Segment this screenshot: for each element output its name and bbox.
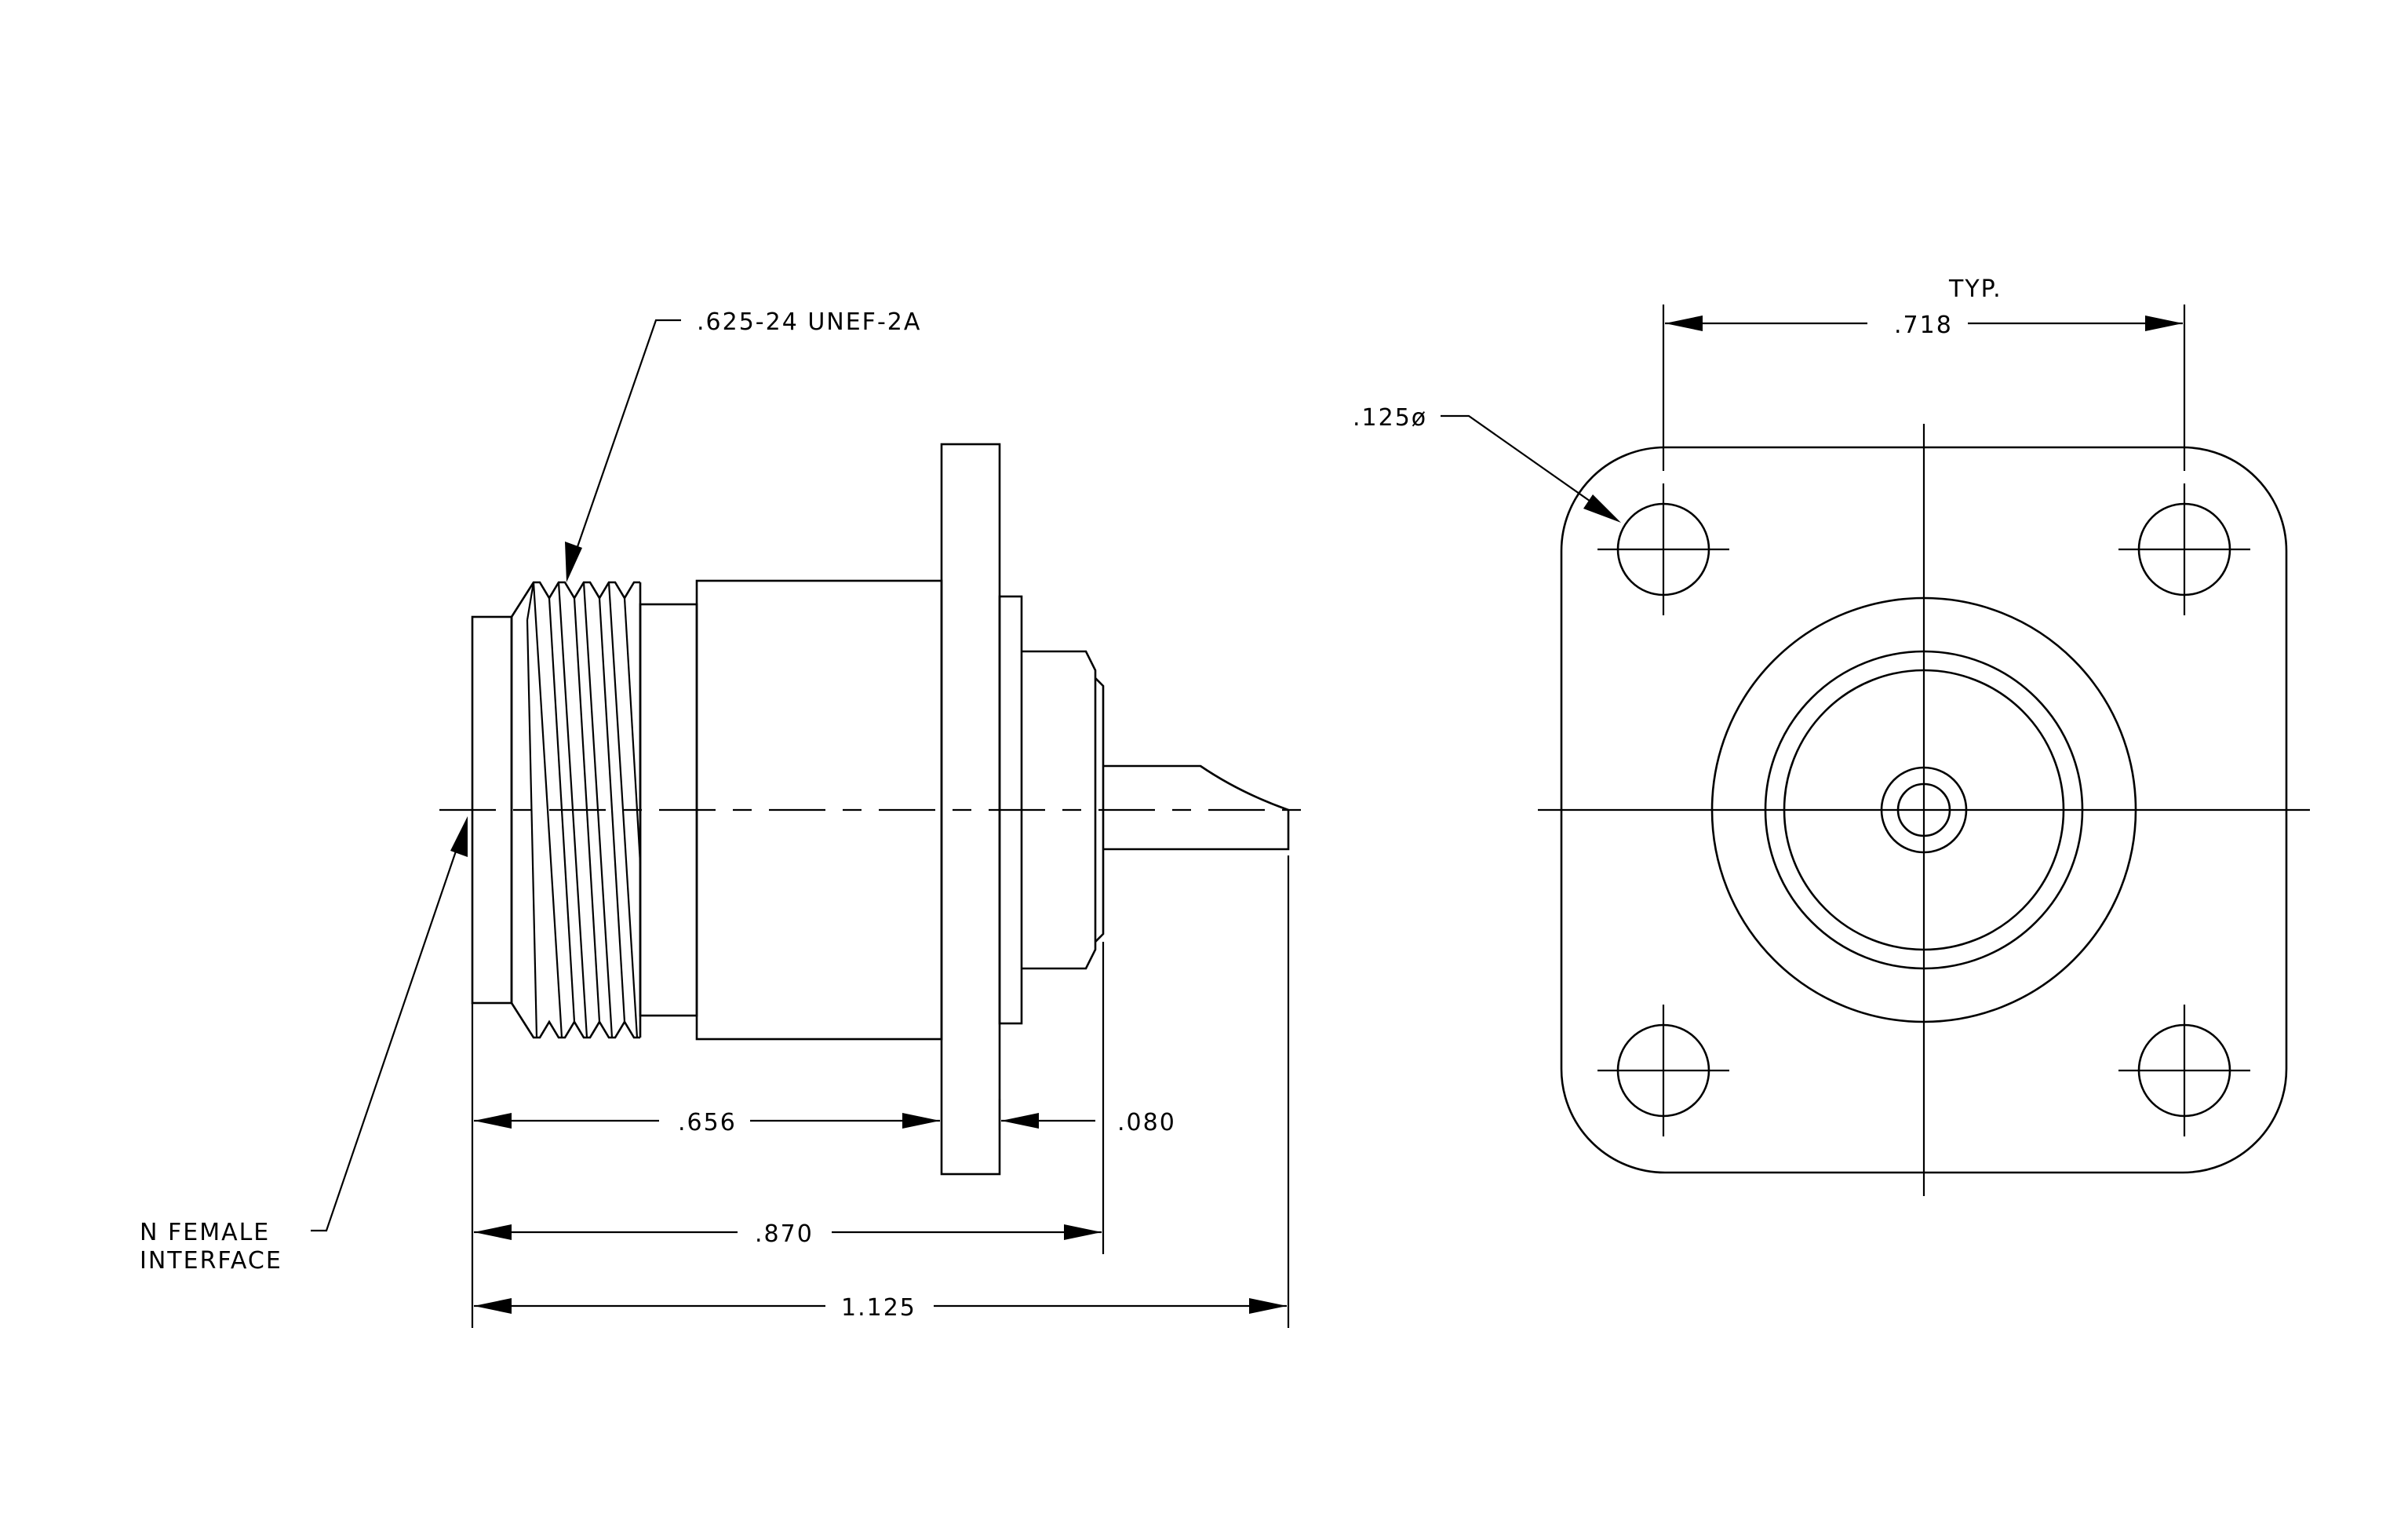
dim-656-label: .656 [678, 1109, 737, 1136]
thread-outline-bottom [510, 1002, 640, 1039]
contact-circle-outer [1880, 766, 1968, 854]
side-view: .656 .080 .870 1.125 .625-24 UNEF-2A N F… [140, 308, 1318, 1328]
dim-1125-label: 1.125 [841, 1294, 916, 1322]
hole-dia-label: .125ø [1353, 404, 1427, 432]
contact-circle-inner [1896, 782, 1951, 837]
dim-870-arrow-left [474, 1224, 512, 1240]
body-circle-outer [1710, 596, 2137, 1023]
thread-helix-9 [526, 582, 535, 621]
thread-helix-1 [532, 582, 563, 1038]
thread-helix-2 [548, 597, 576, 1023]
contact-pin [1103, 764, 1290, 851]
thread-spec-label: .625-24 UNEF-2A [697, 308, 921, 336]
dim-870-arrow-right [1064, 1224, 1102, 1240]
spacing-arrow-left [1665, 316, 1703, 331]
rear-step [1095, 677, 1105, 943]
thread-leader-arrow [565, 542, 582, 582]
thread-helix-7 [607, 582, 639, 1038]
front-view: .718 TYP. .125ø [1353, 275, 2310, 1196]
spacing-label: .718 [1894, 312, 1953, 339]
dim-656-arrow-right [902, 1113, 940, 1129]
hole-dia-leader-arrow [1583, 494, 1621, 523]
thread-helix-3 [557, 582, 588, 1038]
thread-helix-8 [623, 597, 642, 864]
body-circle-mid [1764, 650, 2084, 970]
rear-insulator [1022, 650, 1097, 970]
interface-leader-arrow [450, 816, 468, 857]
thread-helix-10 [526, 619, 538, 1038]
spacing-arrow-right [2145, 316, 2183, 331]
thread-helix-6 [598, 597, 626, 1023]
rear-shoulder [998, 595, 1023, 1025]
thread-helix-5 [582, 582, 614, 1038]
typ-label: TYP. [1948, 275, 2002, 303]
dim-1125-arrow-right [1249, 1298, 1287, 1314]
mounting-hole-bl [1597, 1005, 1729, 1136]
mounting-hole-br [2118, 1005, 2250, 1136]
dim-080-arrow [1001, 1113, 1039, 1129]
hole-dia-leader [1441, 414, 1601, 509]
body-circle-inner [1783, 669, 2065, 951]
dim-656-arrow-left [474, 1113, 512, 1129]
mounting-hole-tl [1597, 483, 1729, 615]
dim-870-label: .870 [755, 1220, 814, 1248]
dim-1125-arrow-left [474, 1298, 512, 1314]
thread-leader [571, 319, 681, 561]
interface-leader [311, 839, 461, 1232]
thread-helix-4 [573, 597, 601, 1023]
dim-080-label: .080 [1117, 1109, 1176, 1136]
interface-label-line2: INTERFACE [140, 1247, 282, 1275]
interface-label-line1: N FEMALE [140, 1219, 270, 1246]
mounting-hole-tr [2118, 483, 2250, 615]
